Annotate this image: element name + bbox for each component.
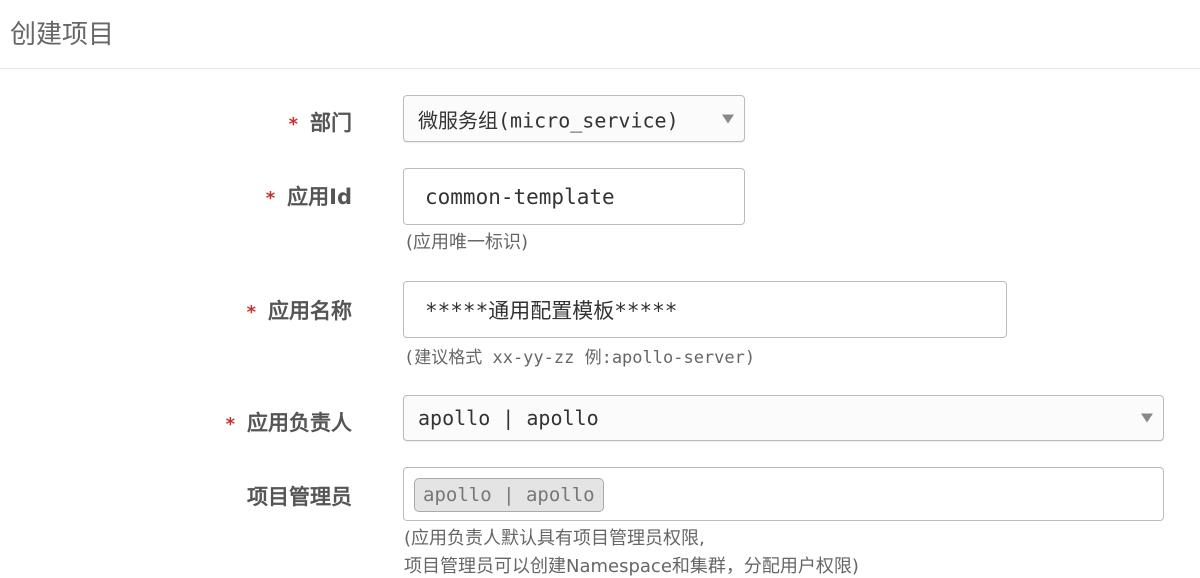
required-marker: * — [225, 414, 235, 435]
page-header: 创建项目 — [0, 0, 1200, 69]
app-name-help: (建议格式 xx-yy-zz 例:apollo-server) — [404, 348, 756, 368]
department-select[interactable]: 微服务组(micro_service) — [403, 95, 745, 142]
chevron-down-icon — [1141, 413, 1153, 423]
chevron-down-icon — [722, 114, 734, 123]
admins-help-line2: 项目管理员可以创建Namespace和集群，分配用户权限) — [404, 556, 859, 577]
app-id-help: (应用唯一标识) — [406, 232, 529, 253]
department-label: *部门 — [288, 111, 352, 135]
owner-select[interactable]: apollo | apollo — [403, 395, 1164, 441]
required-marker: * — [246, 302, 256, 323]
admins-label: 项目管理员 — [247, 485, 352, 509]
admins-help-line1: (应用负责人默认具有项目管理员权限, — [404, 528, 705, 549]
required-marker: * — [265, 188, 276, 209]
app-id-label: *应用Id — [265, 185, 352, 209]
admin-chip[interactable]: apollo | apollo — [414, 478, 604, 512]
page-title: 创建项目 — [10, 20, 115, 50]
app-name-label: *应用名称 — [246, 299, 352, 323]
app-name-input[interactable]: *****通用配置模板***** — [403, 281, 1007, 338]
required-marker: * — [288, 114, 298, 135]
admins-multiselect[interactable]: apollo | apollo — [403, 467, 1164, 521]
app-id-input[interactable]: common-template — [403, 168, 745, 225]
owner-label: *应用负责人 — [225, 411, 352, 435]
